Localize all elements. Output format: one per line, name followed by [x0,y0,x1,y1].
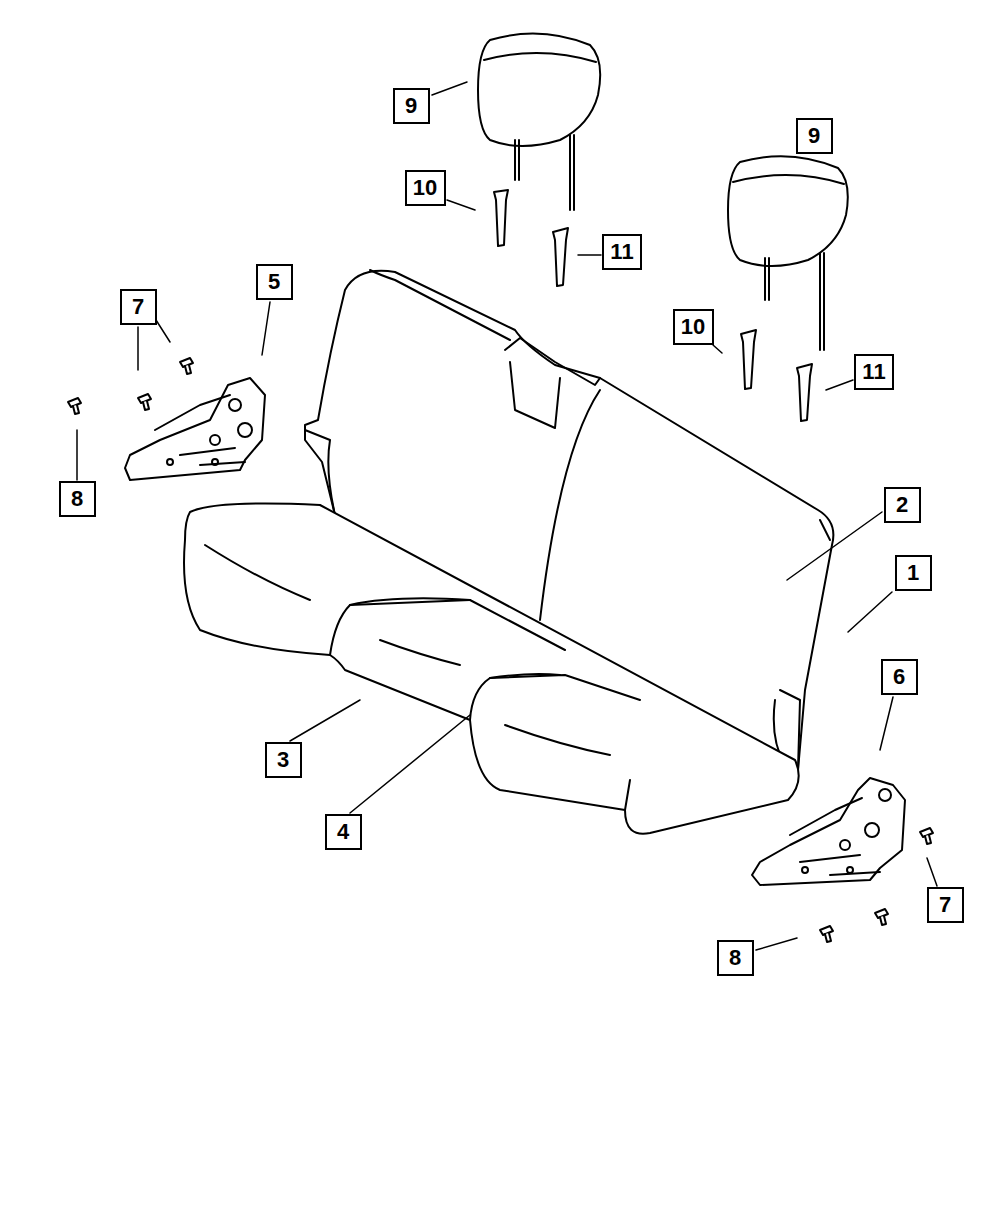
callout-number: 8 [59,481,96,517]
callout-number: 10 [673,309,714,345]
callout-number: 11 [602,234,642,270]
callout-number: 4 [325,814,362,850]
callout-number: 7 [120,289,157,325]
callout-number: 5 [256,264,293,300]
callout-number: 6 [881,659,918,695]
callout-number: 10 [405,170,446,206]
callout-number: 2 [884,487,921,523]
callout-number: 3 [265,742,302,778]
callout-number: 1 [895,555,932,591]
callout-number: 9 [393,88,430,124]
callout-number: 11 [854,354,894,390]
callout-number: 9 [796,118,833,154]
callout-number: 7 [927,887,964,923]
callout-number: 8 [717,940,754,976]
